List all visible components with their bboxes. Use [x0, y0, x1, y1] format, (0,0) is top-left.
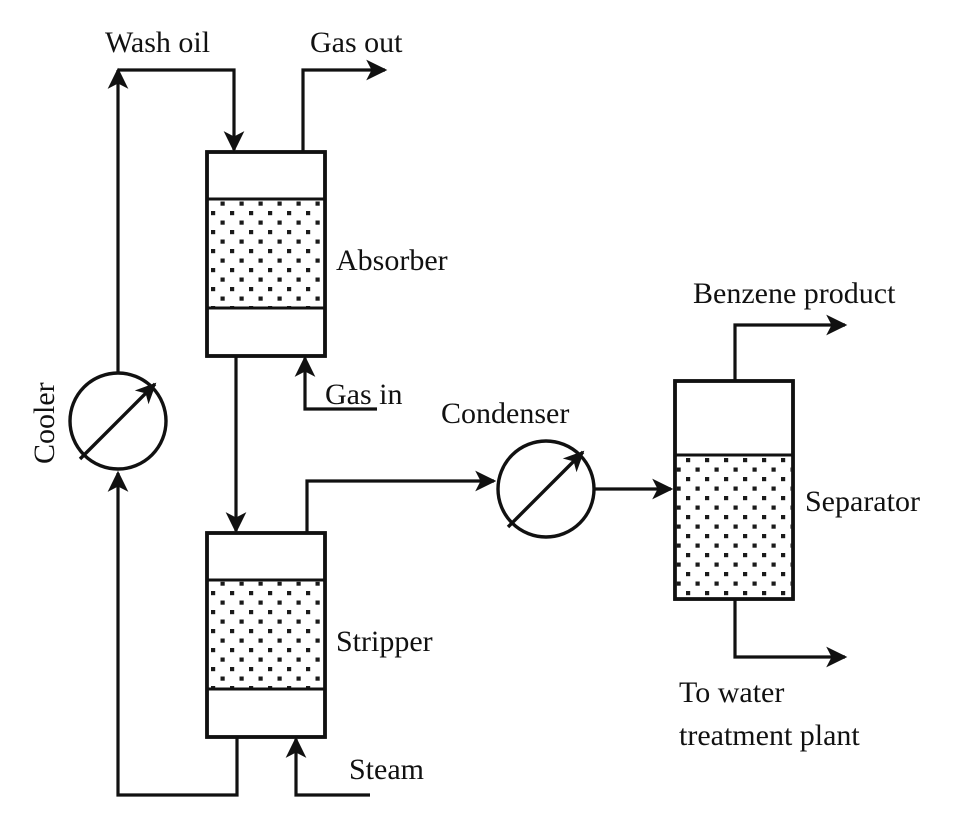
- equipment-condenser[interactable]: [496, 439, 596, 539]
- benzene-product-label: Benzene product: [693, 277, 896, 310]
- steam-line: [285, 736, 370, 797]
- gas-in-line: [294, 355, 377, 411]
- equipment-stripper[interactable]: [205, 531, 327, 739]
- wash-oil-label: Wash oil: [105, 26, 210, 59]
- benzene-product-line: [733, 314, 848, 381]
- stream-benzene-product: [733, 314, 848, 381]
- gas-out-line: [301, 59, 388, 152]
- equipment-absorber[interactable]: [205, 150, 327, 358]
- stream-wash-oil: [107, 67, 245, 373]
- gas-out-label: Gas out: [310, 26, 403, 59]
- separator-liquid-fill: [676, 456, 792, 598]
- gas-in-label: Gas in: [325, 378, 403, 411]
- absorber-packing-fill: [208, 200, 324, 308]
- stream-water-out: [733, 599, 848, 668]
- stripper-overhead-line: [305, 470, 497, 533]
- absorber-label: Absorber: [336, 244, 448, 277]
- stream-gas-out: [301, 59, 388, 152]
- to-water-label-line1: To water: [679, 676, 784, 709]
- lean-oil-return-line: [107, 470, 239, 797]
- cooler-duty-arrow: [78, 382, 157, 461]
- equipment-separator[interactable]: [673, 379, 795, 601]
- stream-stripper-overhead: [305, 470, 497, 533]
- separator-shell-overlay: [673, 379, 795, 601]
- cooler-label: Cooler: [28, 382, 61, 464]
- absorber-shell-overlay: [205, 150, 327, 358]
- condenser-label: Condenser: [441, 397, 569, 430]
- water-out-line: [733, 599, 848, 668]
- wash-oil-to-absorber: [118, 68, 245, 153]
- stream-gas-in: [294, 355, 377, 411]
- steam-label: Steam: [349, 753, 424, 786]
- equipment-cooler[interactable]: [68, 371, 168, 471]
- stripper-shell-overlay: [205, 531, 327, 739]
- stripper-label: Stripper: [336, 625, 433, 658]
- to-water-label-line2: treatment plant: [679, 719, 860, 752]
- condenser-duty-arrow: [506, 450, 585, 529]
- stream-lean-oil-return: [107, 470, 239, 797]
- stripper-packing-fill: [208, 581, 324, 689]
- stream-steam: [285, 736, 370, 797]
- separator-label: Separator: [805, 485, 920, 518]
